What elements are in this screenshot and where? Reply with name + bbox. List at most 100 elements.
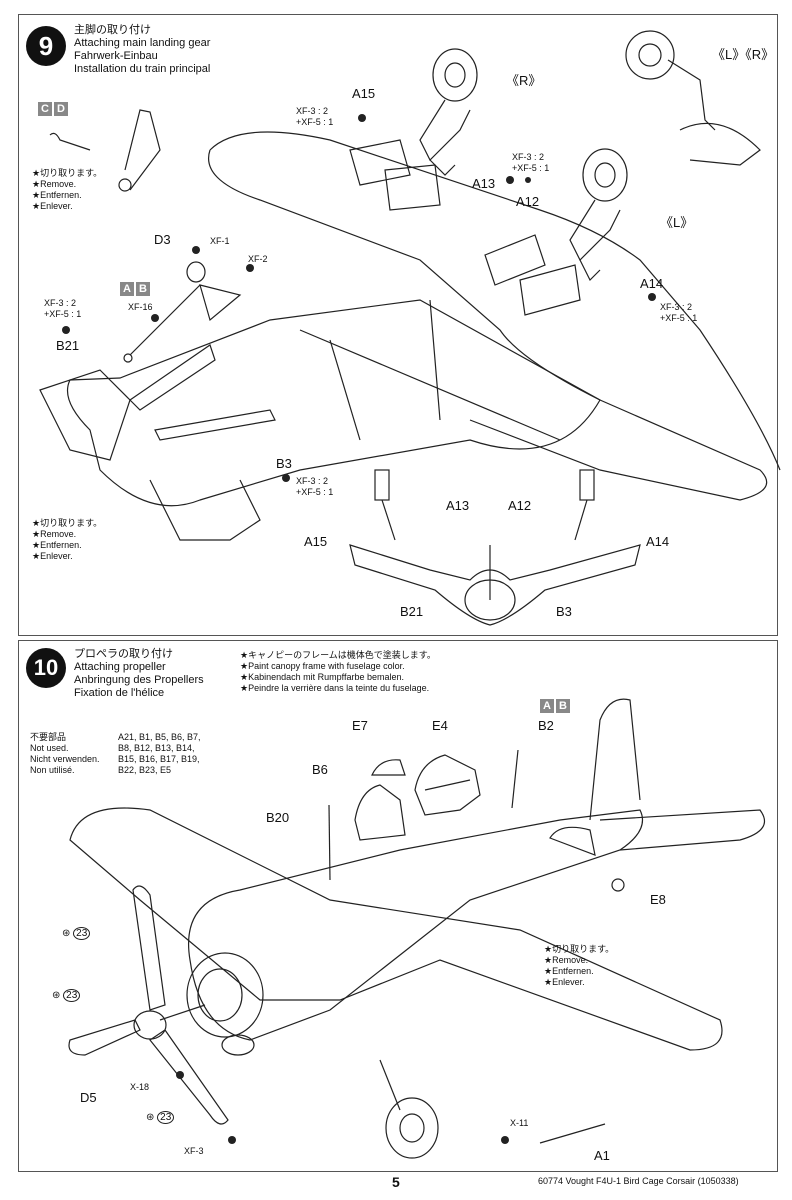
- sprue-tag-ab-step9: A B: [120, 282, 150, 296]
- sprue-c: C: [38, 102, 52, 116]
- step-9-title-jp: 主脚の取り付け: [74, 24, 151, 36]
- canopy-b6: [354, 784, 406, 841]
- label-e7: E7: [352, 718, 368, 733]
- step-9-title: 主脚の取り付け Attaching main landing gear Fahr…: [74, 24, 210, 76]
- propeller-blade-up: [132, 885, 166, 1011]
- label-b21-front: B21: [400, 604, 424, 619]
- aircraft-wing: [69, 807, 723, 1051]
- inset-wheel: [625, 30, 675, 80]
- step-9-title-de: Fahrwerk-Einbau: [74, 50, 158, 62]
- step-10-title: プロペラの取り付け Attaching propeller Anbringung…: [74, 648, 204, 700]
- screw-23-c: ⊛ 23: [146, 1111, 175, 1124]
- page-number: 5: [392, 1174, 400, 1190]
- paint-b21: XF-3 : 2 +XF-5 : 1: [44, 298, 82, 319]
- paint-a15: XF-3 : 2 +XF-5 : 1: [296, 106, 334, 127]
- label-a12: A12: [516, 194, 540, 209]
- gear-door-a12: [484, 234, 546, 286]
- step-10-title-fr: Fixation de l'hélice: [74, 687, 165, 699]
- label-e8: E8: [650, 892, 666, 907]
- step-9-title-fr: Installation du train principal: [74, 63, 211, 75]
- wing-outline-right: [209, 131, 781, 471]
- sprue-d: D: [54, 102, 68, 116]
- sprue-a: A: [120, 282, 134, 296]
- label-a14-front: A14: [646, 534, 670, 549]
- not-used-parts: A21, B1, B5, B6, B7, B8, B12, B13, B14, …: [118, 732, 201, 775]
- propeller-blade-down: [149, 1029, 229, 1125]
- sprue-tag-ab-step10: A B: [540, 699, 570, 713]
- label-b2: B2: [538, 718, 554, 733]
- paint-x11: X-11: [510, 1118, 529, 1128]
- label-lr-inset: 《L》《R》: [712, 47, 775, 62]
- label-a15: A15: [352, 86, 376, 101]
- step-10-title-de: Anbringung des Propellers: [74, 674, 204, 686]
- front-view-wing: [349, 544, 641, 626]
- step-9-panel: [18, 14, 778, 636]
- paint-xf1: XF-1: [210, 236, 230, 246]
- propeller-blade-left: [68, 1019, 141, 1056]
- label-a14: A14: [640, 276, 664, 291]
- canopy-e4: [414, 754, 481, 816]
- label-b20: B20: [266, 810, 290, 825]
- vertical-tail: [589, 698, 641, 821]
- label-l: 《L》: [660, 215, 694, 230]
- tail-gear-strut: [199, 284, 242, 322]
- sprue-tag-cd: C D: [38, 102, 68, 116]
- antenna-a1: [539, 1123, 606, 1144]
- step-10-title-jp: プロペラの取り付け: [74, 648, 173, 660]
- propeller-hub: [133, 1010, 167, 1040]
- aircraft-fuselage: [188, 809, 644, 1041]
- label-e4: E4: [432, 718, 448, 733]
- sprue-b-10: B: [556, 699, 570, 713]
- remove-note-tail-2: ★切り取ります。 ★Remove. ★Entfernen. ★Enlever.: [32, 518, 103, 561]
- label-b6: B6: [312, 762, 328, 777]
- inset-tail-gear: [124, 109, 161, 191]
- remove-note-step10: ★切り取ります。 ★Remove. ★Entfernen. ★Enlever.: [544, 944, 615, 987]
- label-b3-front: B3: [556, 604, 572, 619]
- canopy-e7: [371, 759, 406, 776]
- screw-23-b: ⊛ 23: [52, 989, 81, 1002]
- paint-a13: XF-3 : 2 +XF-5 : 1: [512, 152, 550, 173]
- canopy-e8: [549, 826, 596, 856]
- step-9-number: 9: [26, 26, 66, 66]
- label-a13-front: A13: [446, 498, 470, 513]
- label-a12-front: A12: [508, 498, 532, 513]
- other-gear-wheel: [221, 1034, 255, 1056]
- label-r: 《R》: [506, 73, 542, 88]
- not-used-note: 不要部品 Not used. Nicht verwenden. Non util…: [30, 732, 100, 775]
- paint-a14: XF-3 : 2 +XF-5 : 1: [660, 302, 698, 323]
- wing-outline-left: [208, 149, 768, 501]
- fuselage-outline: [66, 299, 601, 507]
- paint-b3: XF-3 : 2 +XF-5 : 1: [296, 476, 334, 497]
- gear-door-a15: [349, 139, 411, 186]
- sprue-a-10: A: [540, 699, 554, 713]
- remove-note-tail: ★切り取ります。 ★Remove. ★Entfernen. ★Enlever.: [32, 168, 103, 211]
- label-b21: B21: [56, 338, 80, 353]
- left-main-wheel: [582, 148, 628, 202]
- step-9-drawing: [39, 30, 781, 626]
- gear-door-a14: [519, 264, 581, 316]
- canopy-paint-note: ★キャノピーのフレームは機体色で塗装します。 ★Paint canopy fra…: [240, 650, 436, 693]
- step-10-panel: [18, 640, 778, 1172]
- right-main-wheel: [432, 48, 478, 102]
- step-10-number: 10: [26, 648, 66, 688]
- gear-door-a13: [384, 164, 441, 211]
- screw-23-a: ⊛ 23: [62, 927, 91, 940]
- label-a1: A1: [594, 1148, 610, 1163]
- label-b3: B3: [276, 456, 292, 471]
- paint-xf3: XF-3: [184, 1146, 204, 1156]
- tail-outline: [39, 369, 131, 461]
- label-a13: A13: [472, 176, 496, 191]
- paint-x18: X-18: [130, 1082, 150, 1092]
- pitot-b20: [328, 804, 331, 881]
- tail-fin: [149, 479, 261, 541]
- paint-xf16: XF-16: [128, 302, 153, 312]
- main-gear-wheel: [385, 1097, 439, 1159]
- tail-wheel: [186, 261, 206, 283]
- label-a15-front: A15: [304, 534, 328, 549]
- sprue-b: B: [136, 282, 150, 296]
- label-d3: D3: [154, 232, 171, 247]
- engine-cowl: [186, 952, 264, 1038]
- paint-xf2: XF-2: [248, 254, 268, 264]
- horizontal-tail: [599, 809, 765, 851]
- step-9-title-en: Attaching main landing gear: [74, 37, 211, 49]
